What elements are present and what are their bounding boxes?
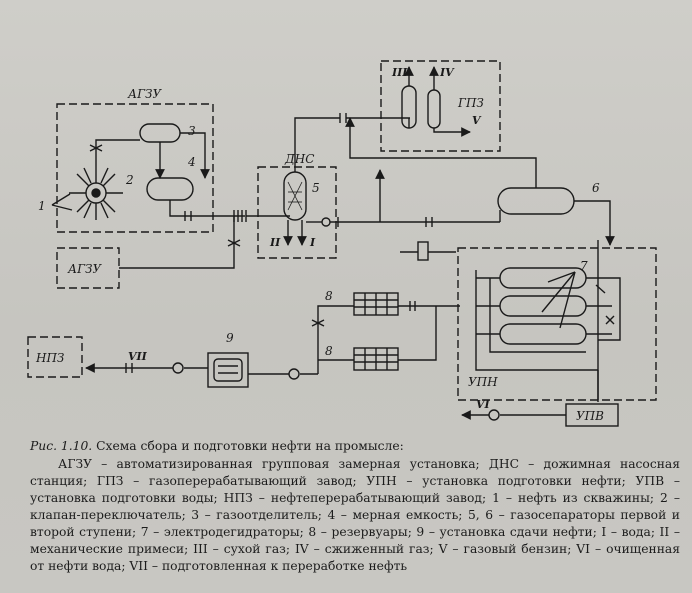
label-npz: НПЗ: [35, 351, 64, 365]
stream-I: I: [309, 236, 316, 249]
label-upv: УПВ: [576, 409, 604, 423]
num-8a: 8: [325, 289, 333, 303]
label-agzu-top: АГЗУ: [127, 87, 163, 101]
stream-IV: IV: [439, 66, 455, 79]
figure-number: Рис. 1.10.: [30, 439, 93, 453]
measuring-tank-4: [146, 177, 194, 201]
caption-header: Рис. 1.10. Схема сбора и подготовки нефт…: [30, 438, 680, 455]
caption-body: АГЗУ – автоматизированная групповая заме…: [30, 457, 680, 573]
num-5: 5: [312, 181, 320, 195]
num-2: 2: [125, 173, 134, 187]
upn-box: [457, 247, 657, 401]
stream-II: II: [269, 236, 281, 249]
stream-V: V: [472, 114, 482, 127]
stream-VII: VII: [128, 350, 148, 363]
reservoir-8a: [353, 292, 399, 316]
agzu-top-box: [56, 103, 214, 233]
label-gpz: ГПЗ: [457, 96, 484, 110]
electrodehydrator-7b: [499, 295, 587, 317]
figure-title: Схема сбора и подготовки нефти на промыс…: [96, 439, 404, 453]
well-icon: [69, 166, 123, 220]
stream-VI: VI: [476, 398, 491, 411]
label-upn: УПН: [468, 375, 498, 389]
figure-caption: Рис. 1.10. Схема сбора и подготовки нефт…: [30, 438, 680, 575]
gpz-column-2: [427, 89, 441, 129]
num-9: 9: [226, 331, 234, 345]
process-flow-diagram: АГЗУ АГЗУ ДНС ГПЗ НПЗ УПН УПВ 1 2 3 4 5 …: [27, 60, 657, 427]
stream-III: III: [391, 66, 408, 79]
oil-delivery-unit-9: [207, 352, 249, 388]
agzu-bottom-box: [56, 247, 120, 289]
separator-6: [497, 187, 575, 215]
electrodehydrator-7c: [499, 323, 587, 345]
num-1: 1: [38, 199, 46, 213]
num-7: 7: [580, 259, 588, 273]
gas-separator-3: [139, 123, 181, 143]
num-4: 4: [187, 155, 196, 169]
dns-box: [257, 166, 337, 259]
num-6: 6: [592, 181, 600, 195]
num-3: 3: [188, 124, 196, 138]
label-dns: ДНС: [284, 152, 314, 166]
num-8b: 8: [325, 344, 333, 358]
gpz-box: [380, 60, 501, 152]
npz-box: [27, 336, 83, 378]
reservoir-8b: [353, 347, 399, 371]
label-agzu-bottom: АГЗУ: [67, 262, 103, 276]
